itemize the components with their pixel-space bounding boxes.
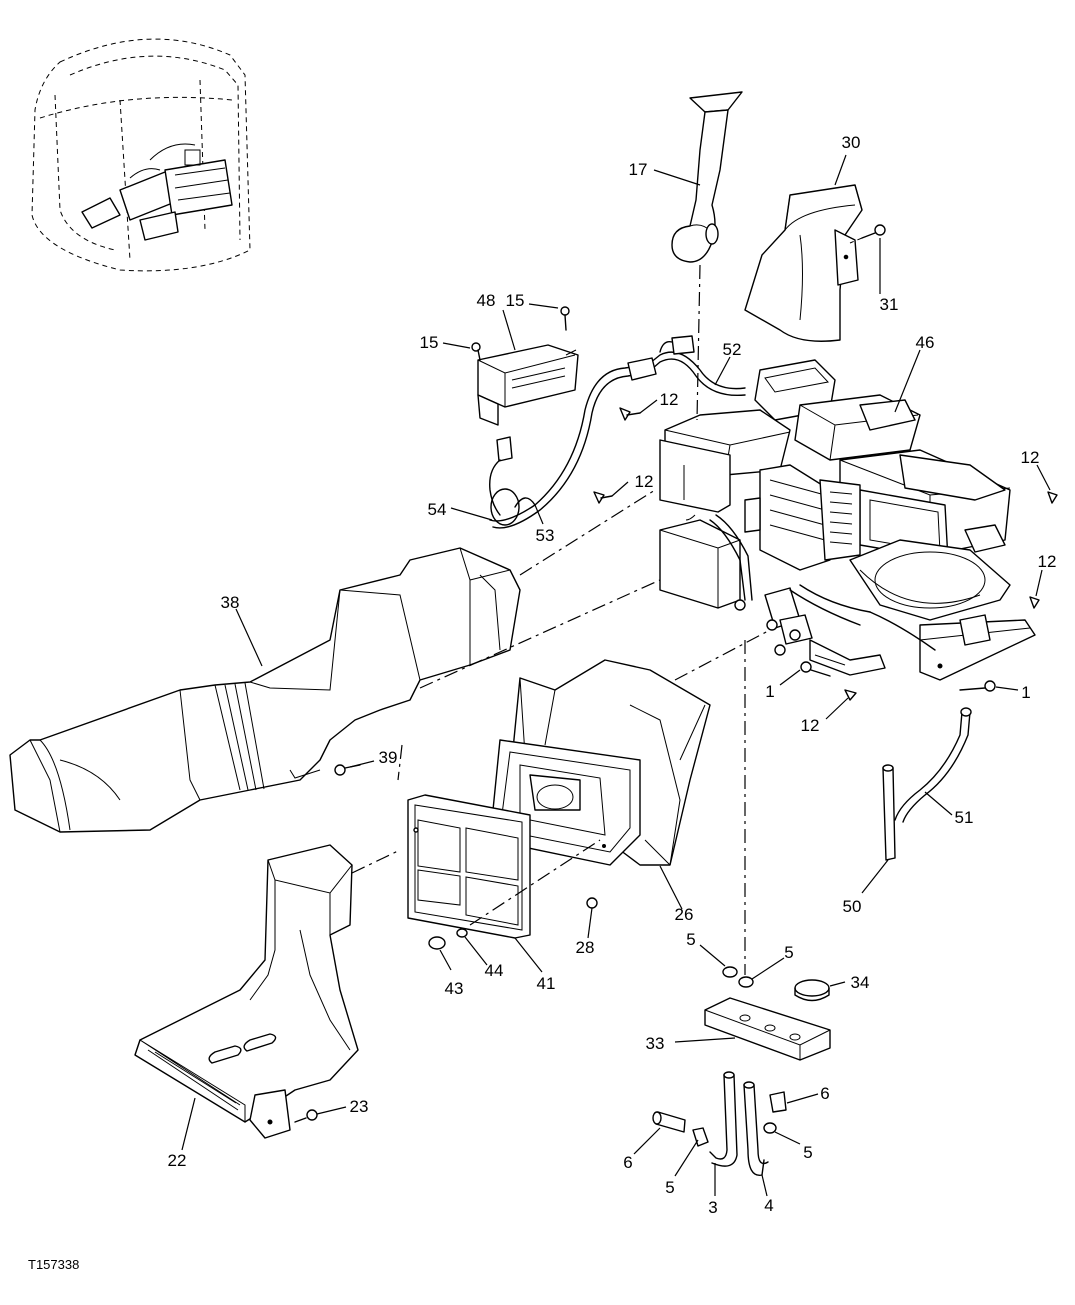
callout-5-lower-left: 5 — [665, 1178, 674, 1197]
rivet-12-right-lower — [1029, 596, 1040, 609]
plug-6-right — [769, 1091, 787, 1113]
callout-33: 33 — [646, 1034, 665, 1053]
assembly-center-lines — [351, 264, 771, 975]
callout-51: 51 — [955, 808, 974, 827]
callout-39: 39 — [379, 748, 398, 767]
callout-22: 22 — [168, 1151, 187, 1170]
callout-41: 41 — [537, 974, 556, 993]
hose-3 — [709, 1071, 738, 1167]
callout-1-right: 1 — [1021, 683, 1030, 702]
callout-34: 34 — [851, 973, 870, 992]
cap-34 — [794, 979, 830, 1002]
cab-locator-inset — [31, 38, 251, 272]
callout-52: 52 — [723, 340, 742, 359]
callout-4: 4 — [764, 1196, 773, 1215]
callout-labels: 17 30 31 48 15 15 52 46 12 12 12 12 12 5… — [168, 133, 1057, 1217]
hose-clamps-5 — [692, 966, 777, 1147]
callout-12-bottom: 12 — [801, 716, 820, 735]
screw-15-upper — [560, 306, 570, 331]
drain-hose-51 — [894, 707, 972, 823]
callout-12-upper: 12 — [660, 390, 679, 409]
callout-3: 3 — [708, 1198, 717, 1217]
air-duct-30 — [744, 184, 863, 342]
callout-15-upper: 15 — [506, 291, 525, 310]
callout-17: 17 — [629, 160, 648, 179]
callout-54: 54 — [428, 500, 447, 519]
callout-15-left: 15 — [420, 333, 439, 352]
controller-48 — [477, 344, 579, 426]
plug-6-left — [652, 1111, 686, 1133]
callout-44: 44 — [485, 961, 504, 980]
screw-39 — [334, 764, 361, 776]
callout-5-left: 5 — [686, 930, 695, 949]
grommet-plate-33 — [704, 997, 831, 1061]
callout-12-right-lower: 12 — [1038, 552, 1057, 571]
callout-6-right: 6 — [820, 1084, 829, 1103]
callout-1-left: 1 — [765, 682, 774, 701]
bolt-1-right — [959, 680, 996, 692]
clip-43 — [428, 936, 446, 950]
floor-duct-22 — [134, 844, 359, 1139]
defroster-duct-17 — [671, 91, 743, 263]
callout-50: 50 — [843, 897, 862, 916]
callout-28: 28 — [576, 938, 595, 957]
drawing-reference: T157338 — [28, 1257, 79, 1272]
rivet-12-mid — [593, 491, 613, 504]
rivet-12-upper — [619, 407, 641, 421]
callout-6-left: 6 — [623, 1153, 632, 1172]
air-duct-38 — [9, 547, 521, 833]
callout-12-right-upper: 12 — [1021, 448, 1040, 467]
rivet-12-bottom — [844, 689, 857, 701]
screw-23 — [294, 1109, 318, 1123]
hose-4 — [743, 1081, 769, 1176]
leader-lines — [181, 154, 1051, 1197]
drain-tube-50 — [882, 764, 896, 861]
rivet-12-right-upper — [1047, 491, 1058, 504]
callout-38: 38 — [221, 593, 240, 612]
callout-46: 46 — [916, 333, 935, 352]
washer-44 — [456, 928, 468, 938]
screw-28 — [586, 897, 598, 909]
screw-15-left — [471, 342, 481, 361]
callout-53: 53 — [536, 526, 555, 545]
callout-48: 48 — [477, 291, 496, 310]
heater-ac-unit-46 — [659, 359, 1036, 681]
callout-12-mid: 12 — [635, 472, 654, 491]
bolt-1-left — [800, 661, 831, 677]
callout-43: 43 — [445, 979, 464, 998]
screw-31 — [849, 224, 886, 244]
wiring-harness-53 — [489, 335, 746, 529]
callout-5-lower-right: 5 — [803, 1143, 812, 1162]
callout-23: 23 — [350, 1097, 369, 1116]
filter-41 — [407, 794, 531, 939]
callout-30: 30 — [842, 133, 861, 152]
callout-26: 26 — [675, 905, 694, 924]
callout-31: 31 — [880, 295, 899, 314]
callout-5-right: 5 — [784, 943, 793, 962]
